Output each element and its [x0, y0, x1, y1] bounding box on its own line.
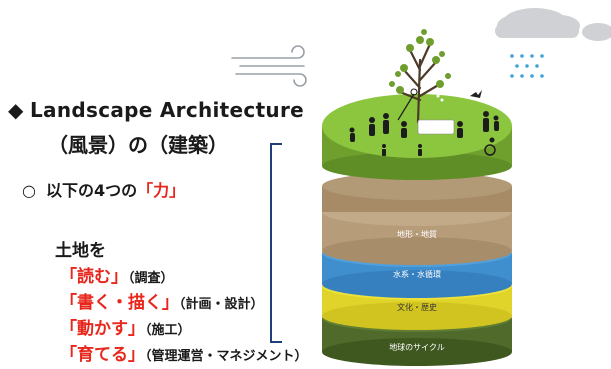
people-icons: [349, 88, 499, 156]
heading-line-2: （風景）の（建築）: [48, 133, 228, 157]
layer-soil: [322, 172, 512, 212]
power-item-move: 「動かす」（施工）: [60, 314, 191, 339]
cloud-icon: [495, 8, 611, 41]
power-verb: 「書く・描く」: [60, 293, 179, 313]
intro-highlight: 「力」: [137, 181, 186, 200]
power-item-grow: 「育てる」（管理運営・マネジメント）: [60, 340, 308, 365]
power-note: （調査）: [128, 271, 174, 286]
tree-icon: [389, 29, 451, 124]
heading-title: Landscape Architecture: [30, 98, 304, 122]
land-label: 土地を: [55, 241, 106, 261]
power-verb: 「読む」: [60, 267, 128, 287]
power-note: （管理運営・マネジメント）: [145, 349, 308, 364]
intro-text: 以下の4つの: [46, 181, 138, 200]
flower-icons: [436, 92, 448, 102]
layer-label-earth-cycle: 地球のサイクル: [389, 342, 445, 352]
rain-icon: [510, 54, 544, 78]
bird-icon: [470, 90, 482, 98]
power-item-draw: 「書く・描く」（計画・設計）: [60, 288, 264, 313]
power-verb: 「動かす」: [60, 319, 145, 339]
layer-label-water: 水系・水循環: [393, 269, 441, 279]
intro-line: ○ 以下の4つの「力」: [22, 177, 185, 201]
wind-icon: [231, 45, 307, 87]
layer-grass: [322, 94, 512, 180]
layer-label-terrain: 地形・地質: [397, 229, 437, 239]
power-verb: 「育てる」: [60, 345, 145, 365]
power-item-read: 「読む」（調査）: [60, 262, 174, 287]
power-note: （計画・設計）: [179, 297, 264, 312]
heading-line-1: ◆Landscape Architecture: [8, 98, 304, 122]
bracket-divider: [270, 143, 282, 343]
circle-bullet-icon: ○: [22, 181, 36, 200]
power-note: （施工）: [145, 323, 191, 338]
diamond-bullet-icon: ◆: [8, 98, 24, 122]
layer-label-culture: 文化・歴史: [397, 302, 437, 312]
